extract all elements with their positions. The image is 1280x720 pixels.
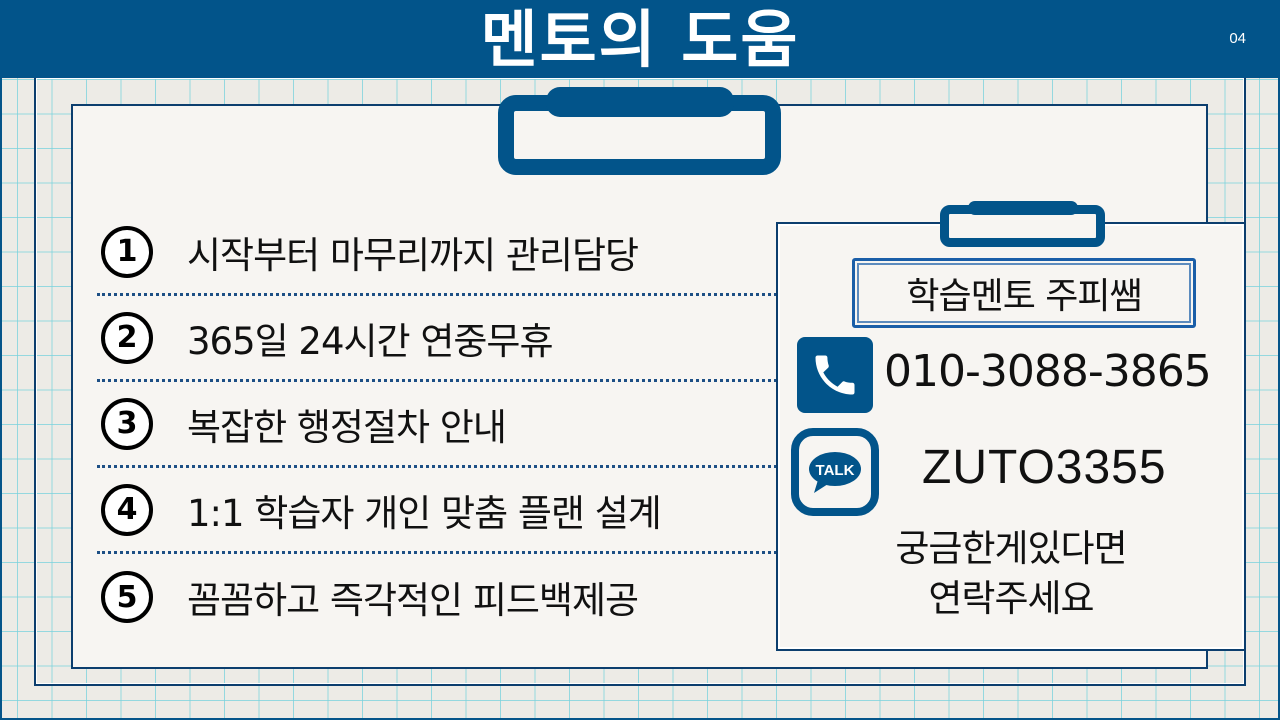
list-item: 1 시작부터 마무리까지 관리담당 (97, 210, 777, 296)
phone-icon[interactable] (797, 337, 873, 413)
number-badge: 1 (101, 225, 153, 278)
service-text: 꼼꼼하고 즉각적인 피드백제공 (187, 579, 639, 622)
kakao-id[interactable]: ZUTO3355 (922, 441, 1167, 494)
phone-number[interactable]: 010-3088-3865 (884, 346, 1212, 397)
number-badge: 5 (101, 571, 153, 623)
header-bar: 멘토의 도움 04 (0, 0, 1280, 78)
talk-bubble-icon: TALK (809, 452, 861, 493)
list-item: 2 365일 24시간 연중무휴 (97, 296, 777, 382)
page-title: 멘토의 도움 (480, 3, 800, 76)
cta-line-2: 연락주세요 (928, 577, 1094, 620)
cta-line-1: 궁금한게있다면 (895, 527, 1127, 570)
service-text: 1:1 학습자 개인 맞춤 플랜 설계 (187, 491, 662, 535)
contact-cta: 궁금한게있다면 연락주세요 (776, 524, 1246, 624)
list-item: 4 1:1 학습자 개인 맞춤 플랜 설계 (97, 468, 777, 554)
service-text: 복잡한 행정절차 안내 (187, 405, 507, 449)
service-text: 시작부터 마무리까지 관리담당 (187, 233, 639, 277)
clipboard-clip-top (546, 87, 734, 117)
number-badge: 4 (101, 483, 153, 536)
svg-text:TALK: TALK (816, 462, 855, 479)
list-item: 3 복잡한 행정절차 안내 (97, 382, 777, 468)
services-list: 1 시작부터 마무리까지 관리담당 2 365일 24시간 연중무휴 3 복잡한… (97, 210, 777, 640)
number-badge: 2 (101, 311, 153, 364)
mentor-name-box: 학습멘토 주피쌤 (852, 258, 1196, 328)
kakaotalk-icon[interactable]: TALK (791, 428, 879, 516)
mentor-name: 학습멘토 주피쌤 (906, 276, 1142, 317)
service-text: 365일 24시간 연중무휴 (187, 319, 554, 363)
phone-glyph-icon (815, 355, 855, 395)
page-number: 04 (1229, 30, 1246, 47)
contact-clip-top (968, 201, 1078, 215)
list-item: 5 꼼꼼하고 즉각적인 피드백제공 (97, 554, 777, 640)
number-badge: 3 (101, 397, 153, 450)
